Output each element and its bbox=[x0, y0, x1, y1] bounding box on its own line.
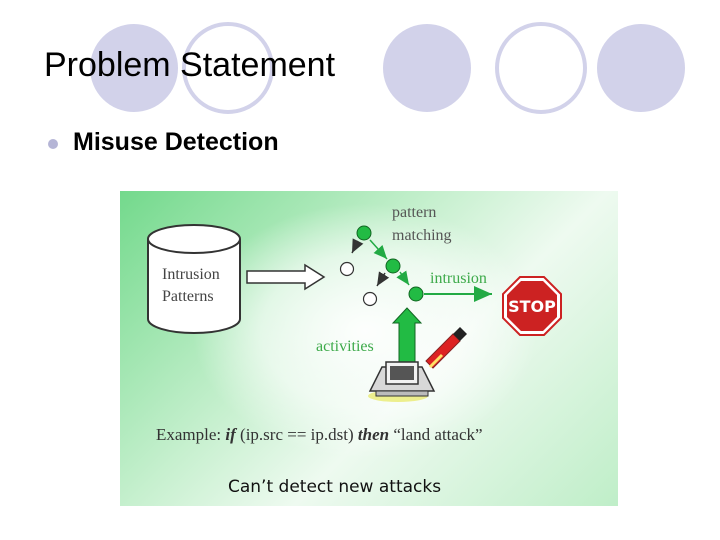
figure-graphics: STOP bbox=[147, 224, 562, 402]
pattern-label-line1: pattern bbox=[392, 204, 437, 221]
tree-edge-1 bbox=[351, 238, 364, 254]
tree-node-left-2 bbox=[362, 291, 378, 307]
decor-circle-4 bbox=[495, 22, 587, 114]
tree-node-mid bbox=[385, 258, 401, 274]
database-arrow-icon bbox=[246, 263, 326, 291]
misuse-detection-figure: STOP Intrusion Patterns pattern matching… bbox=[120, 191, 618, 506]
example-prefix: Example: bbox=[156, 425, 226, 444]
tree-edge-2 bbox=[369, 239, 388, 260]
database-label-line1: Intrusion bbox=[162, 266, 220, 283]
decor-circle-3 bbox=[383, 24, 471, 112]
stop-sign-text: STOP bbox=[508, 297, 556, 316]
decor-circle-1 bbox=[90, 24, 178, 112]
slide-title: Problem Statement bbox=[44, 46, 336, 84]
decorative-circles bbox=[90, 22, 685, 114]
example-result: “land attack” bbox=[389, 425, 483, 444]
bullet-text: Misuse Detection bbox=[73, 128, 279, 156]
tree-node-left-1 bbox=[339, 261, 355, 277]
database-cylinder-icon bbox=[147, 224, 241, 334]
activity-up-arrow-icon bbox=[391, 307, 423, 370]
tree-edge-4 bbox=[396, 270, 410, 286]
example-if-keyword: if bbox=[225, 425, 236, 444]
intrusion-label: intrusion bbox=[430, 270, 487, 287]
database-label-line2: Patterns bbox=[162, 288, 214, 305]
example-then-keyword: then bbox=[357, 425, 390, 444]
decor-circle-5 bbox=[597, 24, 685, 112]
tree-edge-3 bbox=[376, 271, 390, 287]
tree-node-leaf bbox=[408, 286, 424, 302]
example-condition: (ip.src == ip.dst) bbox=[235, 425, 358, 444]
decor-circle-2 bbox=[182, 22, 274, 114]
tree-node-root bbox=[356, 225, 372, 241]
pattern-label-line2: matching bbox=[392, 227, 452, 244]
bullet-dot bbox=[48, 139, 58, 149]
attack-flare-icon bbox=[425, 327, 467, 369]
example-rule: Example: if (ip.src == ip.dst) then “lan… bbox=[156, 425, 483, 445]
computer-icon bbox=[368, 361, 436, 402]
stop-sign-icon: STOP bbox=[502, 276, 562, 336]
activities-label: activities bbox=[316, 338, 374, 355]
figure-caption: Can’t detect new attacks bbox=[228, 477, 442, 497]
